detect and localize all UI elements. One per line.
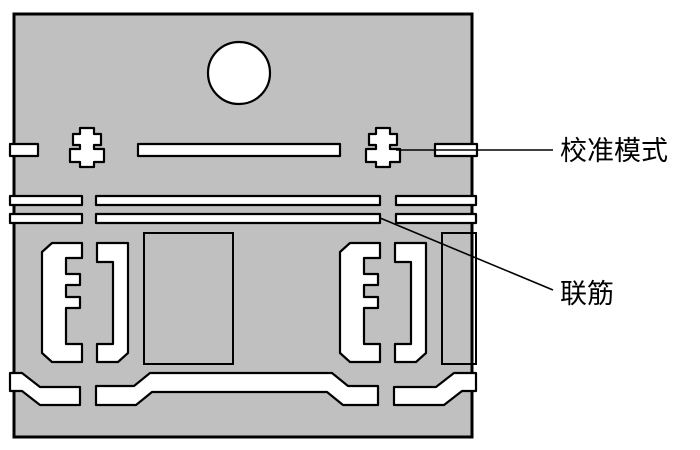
tie-bar-strip [8, 212, 84, 225]
lead-slot-e-right [338, 241, 382, 364]
label-alignment-mark: 校准模式 [560, 136, 668, 167]
bottom-slot-left [8, 371, 82, 407]
lead-slot-bracket-right [393, 241, 428, 364]
alignment-mark-left [68, 126, 106, 169]
tie-bar-strip [8, 194, 84, 207]
lead-slot-e-left [40, 241, 84, 364]
tie-bar-strip [394, 194, 478, 207]
leader-line-tie-bar [379, 217, 554, 291]
alignment-mark-right [364, 126, 402, 169]
slot-center [136, 142, 342, 158]
tie-bar-strip [394, 212, 478, 225]
die-pad-left [143, 232, 234, 365]
tie-bar-strip [94, 212, 382, 225]
bottom-slot-center [94, 371, 380, 407]
bottom-slot-right [392, 371, 478, 407]
label-tie-bar: 联筋 [560, 279, 614, 310]
tie-bar-strip [94, 194, 382, 207]
die-pad-right [441, 232, 477, 365]
lead-slot-bracket-left [95, 241, 130, 364]
slot-left-stub [8, 142, 40, 158]
tooling-hole [206, 40, 272, 106]
